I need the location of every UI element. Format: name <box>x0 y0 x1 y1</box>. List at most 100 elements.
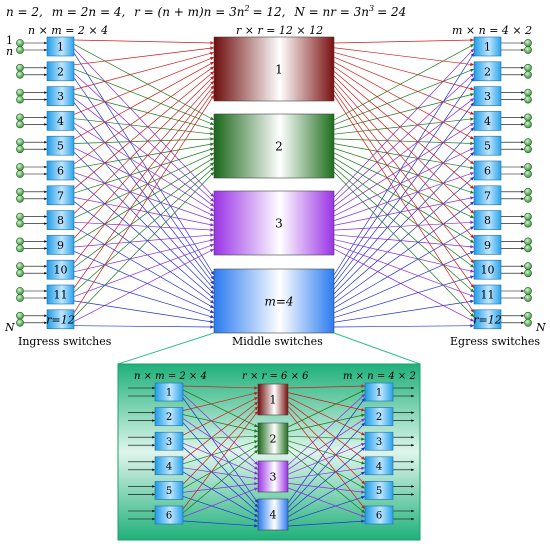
main-middle-switch-4: m=4 <box>213 268 335 334</box>
main-egress-switch-3-box <box>473 86 502 106</box>
main-link-in-11-1 <box>73 90 215 289</box>
main-link-in-4-2-head <box>210 132 214 136</box>
main-ingress-switch-8-label: 8 <box>57 214 64 227</box>
main-link-out-2-12-head <box>470 313 474 318</box>
main-input-port-11-1 <box>16 287 24 295</box>
main-link-out-2-1-head <box>470 44 474 48</box>
main-egress-switch-5: 5 <box>473 135 502 156</box>
main-link-in-8-3-head <box>210 228 214 232</box>
inset-input-arrow-6-2-head <box>152 517 155 521</box>
inset-middle-switch-3: 3 <box>257 460 289 493</box>
main-output-port-3-2 <box>524 95 532 104</box>
main-link-in-1-1-head <box>210 41 214 45</box>
inset-link-in-2-4 <box>182 422 259 508</box>
main-middle-switch-4-label: m=4 <box>264 294 293 308</box>
main-ingress-switch-10: 10 <box>46 259 75 280</box>
main-input-port-11-2 <box>16 294 24 302</box>
main-link-out-2-6 <box>333 143 475 169</box>
main-link-out-3-7 <box>333 197 475 226</box>
inset-output-arrow-3-1-head <box>411 435 414 439</box>
main-input-arrow-5-1-head <box>44 140 47 144</box>
main-egress-switch-9-box <box>473 235 502 255</box>
main-input-arrow-1-2-head <box>44 48 47 52</box>
main-input-port-8-2 <box>16 219 24 228</box>
main-link-out-2-6-head <box>470 165 474 170</box>
main-egress-switch-6-box <box>473 160 502 181</box>
main-input-arrow-3-2-head <box>44 98 47 101</box>
inset-middle-switch-2: 2 <box>257 422 289 455</box>
main-link-out-3-8 <box>333 221 475 231</box>
inset-ingress-switch-6: 6 <box>154 505 184 525</box>
main-link-in-7-2-head <box>210 147 214 152</box>
main-output-port-2-2 <box>524 70 532 79</box>
inset-link-out-2-1-head <box>361 389 365 394</box>
main-output-port-12-2 <box>524 318 532 327</box>
main-output-port-11-1 <box>524 287 532 295</box>
inset-link-out-2-1 <box>287 389 366 428</box>
inset-link-out-4-3-head <box>361 447 365 451</box>
caption-egress: Egress switches <box>450 335 540 348</box>
main-input-port-10-2 <box>16 269 24 278</box>
main-link-out-3-10 <box>333 239 475 273</box>
inset-link-out-2-6-head <box>361 509 365 513</box>
middle-dimension: r × r = 12 × 12 <box>236 24 323 37</box>
main-link-in-11-3 <box>73 243 215 297</box>
main-link-out-1-1-head <box>470 38 474 42</box>
formula-n: n = 2, <box>6 5 43 19</box>
main-link-in-6-4 <box>73 176 215 299</box>
inset-link-out-2-2-head <box>361 413 365 418</box>
inset-output-arrow-3-2-head <box>411 443 414 447</box>
main-link-in-12-1-head <box>210 95 214 99</box>
main-output-arrow-4-1-head <box>521 116 524 119</box>
main-input-arrow-10-2-head <box>44 271 47 275</box>
main-link-out-1-7 <box>333 71 475 190</box>
main-link-out-2-11-head <box>470 288 474 293</box>
main-link-out-4-12-head <box>470 323 474 328</box>
main-link-out-3-7-head <box>470 196 474 200</box>
inset-link-in-2-3 <box>182 418 259 470</box>
main-egress-switch-12-box <box>473 309 502 330</box>
main-middle-switch-2-box <box>213 113 335 179</box>
inset-link-in-1-2 <box>182 389 259 428</box>
main-link-out-4-2 <box>333 77 475 280</box>
inset-egress-switch-4-box <box>364 456 394 476</box>
main-link-out-1-9 <box>333 80 475 239</box>
main-output-arrow-11-1-head <box>521 289 524 293</box>
main-input-arrow-3-1-head <box>44 91 47 94</box>
inset-link-in-5-1-head <box>254 406 258 411</box>
inset-ingress-switch-3-box <box>154 431 184 451</box>
main-egress-switch-10-label: 10 <box>481 264 495 277</box>
main-link-in-6-1 <box>73 66 215 165</box>
main-link-out-4-8 <box>333 226 475 309</box>
main-output-arrow-7-1-head <box>521 190 524 194</box>
main-output-arrow-1-1-head <box>521 41 524 45</box>
main-link-in-2-1 <box>73 47 215 66</box>
inset-link-in-6-2-head <box>254 450 258 454</box>
main-input-port-7-1 <box>16 187 24 196</box>
main-link-in-7-1 <box>73 71 215 190</box>
inset-link-out-1-6 <box>287 410 366 510</box>
main-link-in-8-4-head <box>210 304 214 309</box>
inset-egress-switch-2-label: 2 <box>376 412 382 423</box>
formula-N-exp: 3 <box>369 4 374 13</box>
inset-output-arrow-2-1-head <box>411 411 414 414</box>
main-link-in-3-1-head <box>210 51 214 56</box>
main-link-in-6-2 <box>73 143 215 169</box>
inset-link-out-1-4-head <box>361 456 365 460</box>
main-link-out-4-4-head <box>470 127 474 132</box>
zoom-guide-left <box>117 332 215 365</box>
inset-output-arrow-4-1-head <box>411 460 414 464</box>
main-output-port-9-1 <box>524 237 532 246</box>
inset-link-in-2-2 <box>182 414 259 432</box>
main-egress-switch-5-label: 5 <box>484 140 491 153</box>
main-link-in-8-2 <box>73 152 215 219</box>
main-output-port-3-1 <box>524 88 532 97</box>
main-link-out-3-12 <box>333 248 475 322</box>
ingress-dimension: n × m = 2 × 4 <box>28 24 108 37</box>
main-link-out-3-11 <box>333 243 475 297</box>
main-link-out-4-4 <box>333 127 475 290</box>
main-link-in-9-1-head <box>210 80 214 85</box>
main-ingress-switch-2-label: 2 <box>57 65 64 78</box>
main-link-out-4-9 <box>333 250 475 314</box>
